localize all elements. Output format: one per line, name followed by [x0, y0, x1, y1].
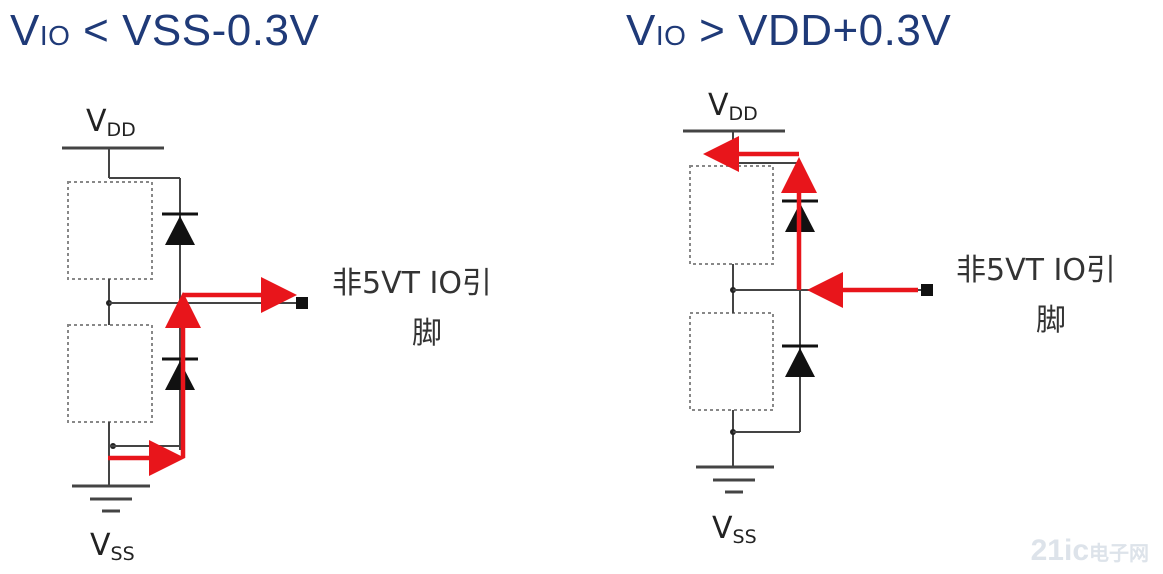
watermark-logo: 21ic电子网: [1030, 534, 1149, 567]
right-vdd-label: VDD: [708, 88, 758, 125]
left-upper-transistor-box: [67, 181, 153, 280]
left-pin-label-line1: 非5VT IO引: [332, 266, 492, 301]
left-lower-transistor-box: [67, 324, 153, 423]
right-upper-transistor-box: [689, 165, 774, 265]
right-current-path: [703, 136, 918, 308]
right-lower-diode: [782, 344, 818, 377]
left-lower-diode: [162, 357, 198, 390]
right-lower-transistor-box: [689, 312, 774, 411]
title-vio-above-vdd: VIO > VDD+0.3V: [626, 6, 952, 55]
right-pin-label-line2: 脚: [1036, 303, 1066, 338]
title-vio-below-vss: VIO < VSS-0.3V: [10, 6, 320, 55]
right-ground-symbol: [696, 465, 774, 494]
left-pin-label-line2: 脚: [412, 316, 442, 351]
left-io-pin: [296, 297, 308, 309]
left-current-path: [108, 277, 297, 476]
left-vss-label: VSS: [90, 528, 135, 565]
right-pin-label-line1: 非5VT IO引: [956, 253, 1116, 288]
left-ground-symbol: [72, 484, 150, 513]
left-circuit: VDD VSS: [62, 104, 492, 565]
left-vdd-label: VDD: [86, 104, 136, 141]
left-upper-diode: [162, 212, 198, 245]
right-circuit: VDD VSS: [683, 88, 1116, 548]
right-vss-label: VSS: [712, 511, 757, 548]
right-io-pin: [921, 284, 933, 296]
